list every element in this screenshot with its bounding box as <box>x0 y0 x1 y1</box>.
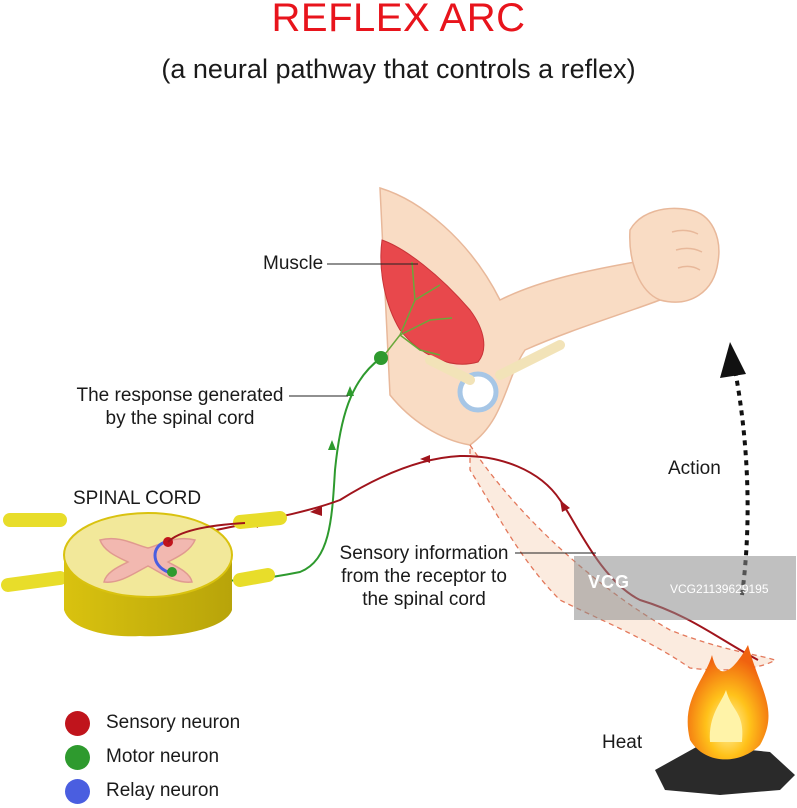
legend-label: Relay neuron <box>106 780 220 801</box>
sensory-neuron-swatch <box>65 710 90 736</box>
legend-item-relay: Relay neuron <box>65 774 240 808</box>
action-arrow <box>733 369 750 596</box>
diagram-subtitle: (a neural pathway that controls a reflex… <box>161 54 636 84</box>
sensory-info-label: Sensory information from the receptor to… <box>333 542 515 611</box>
sensory-label-line3: the spinal cord <box>362 589 486 610</box>
legend-label: Motor neuron <box>106 746 220 767</box>
spinal-cord-label: SPINAL CORD <box>73 488 202 509</box>
watermark-logo: VCG <box>588 572 631 592</box>
sensory-label-line2: from the receptor to <box>341 566 507 587</box>
watermark: VCG VCG21139629195 <box>574 556 796 620</box>
arm <box>379 186 777 671</box>
response-label-line1: The response generated <box>76 385 284 406</box>
heat-label: Heat <box>602 732 643 753</box>
legend: Sensory neuron Motor neuron Relay neuron <box>65 706 240 808</box>
sensory-label-line1: Sensory information <box>339 543 509 564</box>
fist <box>629 207 720 303</box>
biceps-muscle <box>380 239 485 365</box>
legend-item-motor: Motor neuron <box>65 740 240 774</box>
watermark-code: VCG21139629195 <box>670 582 769 596</box>
diagram-title: REFLEX ARC <box>271 0 526 40</box>
action-label: Action <box>668 458 721 479</box>
response-label-line2: by the spinal cord <box>105 408 255 429</box>
legend-label: Sensory neuron <box>106 712 241 733</box>
fire <box>655 645 795 795</box>
motor-nerve-branches <box>381 261 453 359</box>
response-label: The response generated by the spinal cor… <box>70 384 290 430</box>
muscle-label: Muscle <box>263 253 324 274</box>
relay-neuron-swatch <box>65 778 90 804</box>
spinal-cord <box>1 511 287 637</box>
legend-item-sensory: Sensory neuron <box>65 706 240 740</box>
motor-neuron-swatch <box>65 744 90 770</box>
